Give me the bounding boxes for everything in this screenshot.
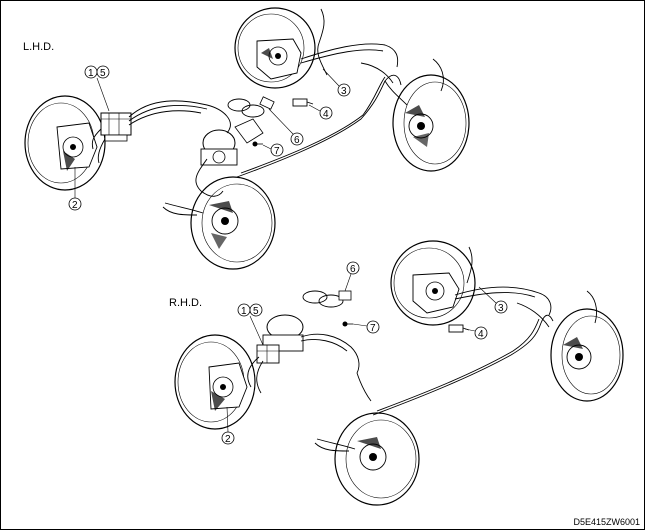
lhd-assembly: 1 5 2 3 4 6 7 — [24, 7, 470, 270]
lhd-callout-3: 3 — [341, 86, 347, 97]
lhd-callout-6: 6 — [294, 135, 300, 146]
lhd-callout-2: 2 — [72, 200, 78, 211]
lhd-hu-cm-unit — [100, 112, 132, 142]
rhd-callout-4: 4 — [478, 329, 484, 340]
lhd-callout-7: 7 — [274, 146, 280, 157]
rhd-rear-wheel-top — [390, 240, 476, 326]
rhd-front-wheel-left — [174, 334, 256, 430]
rhd-label: R.H.D. — [169, 297, 202, 309]
rhd-assembly: 1 5 2 3 4 6 7 — [174, 240, 624, 506]
lhd-callouts: 1 5 2 3 4 6 7 — [68, 65, 351, 211]
rhd-callout-6: 6 — [350, 264, 356, 275]
rhd-sensor-harness — [302, 290, 352, 308]
lhd-sensor-harness — [227, 96, 275, 118]
lhd-front-wheel-bottom — [190, 176, 276, 270]
lhd-master-cylinder — [200, 118, 264, 166]
lhd-bolt-7 — [252, 141, 263, 147]
lhd-rear-wheel-top — [234, 7, 316, 89]
figure-code: D5E415ZW6001 — [573, 517, 640, 527]
lhd-sensor-4 — [292, 98, 314, 107]
lhd-callout-4: 4 — [323, 109, 329, 120]
rhd-bolt-7 — [342, 321, 353, 327]
rhd-front-wheel-bottom — [334, 412, 420, 506]
rhd-rear-wheel-right — [550, 308, 624, 402]
rhd-sensor-4 — [448, 324, 470, 333]
rhd-callout-3: 3 — [498, 303, 504, 314]
rhd-callout-1: 1 — [241, 306, 247, 317]
lhd-callout-1: 1 — [88, 68, 94, 79]
rhd-callout-2: 2 — [225, 434, 231, 445]
rhd-hu-cm-unit — [256, 314, 304, 364]
lhd-rear-wheel-right — [392, 74, 470, 172]
lhd-brake-lines — [91, 8, 444, 216]
lhd-front-wheel-left — [24, 95, 106, 191]
rhd-callout-5: 5 — [253, 306, 259, 317]
lhd-label: L.H.D. — [23, 41, 55, 53]
rhd-callout-7: 7 — [370, 323, 376, 334]
rhd-brake-lines — [247, 246, 598, 452]
rhd-callouts: 1 5 2 3 4 6 7 — [221, 261, 508, 445]
lhd-callout-5: 5 — [100, 68, 106, 79]
